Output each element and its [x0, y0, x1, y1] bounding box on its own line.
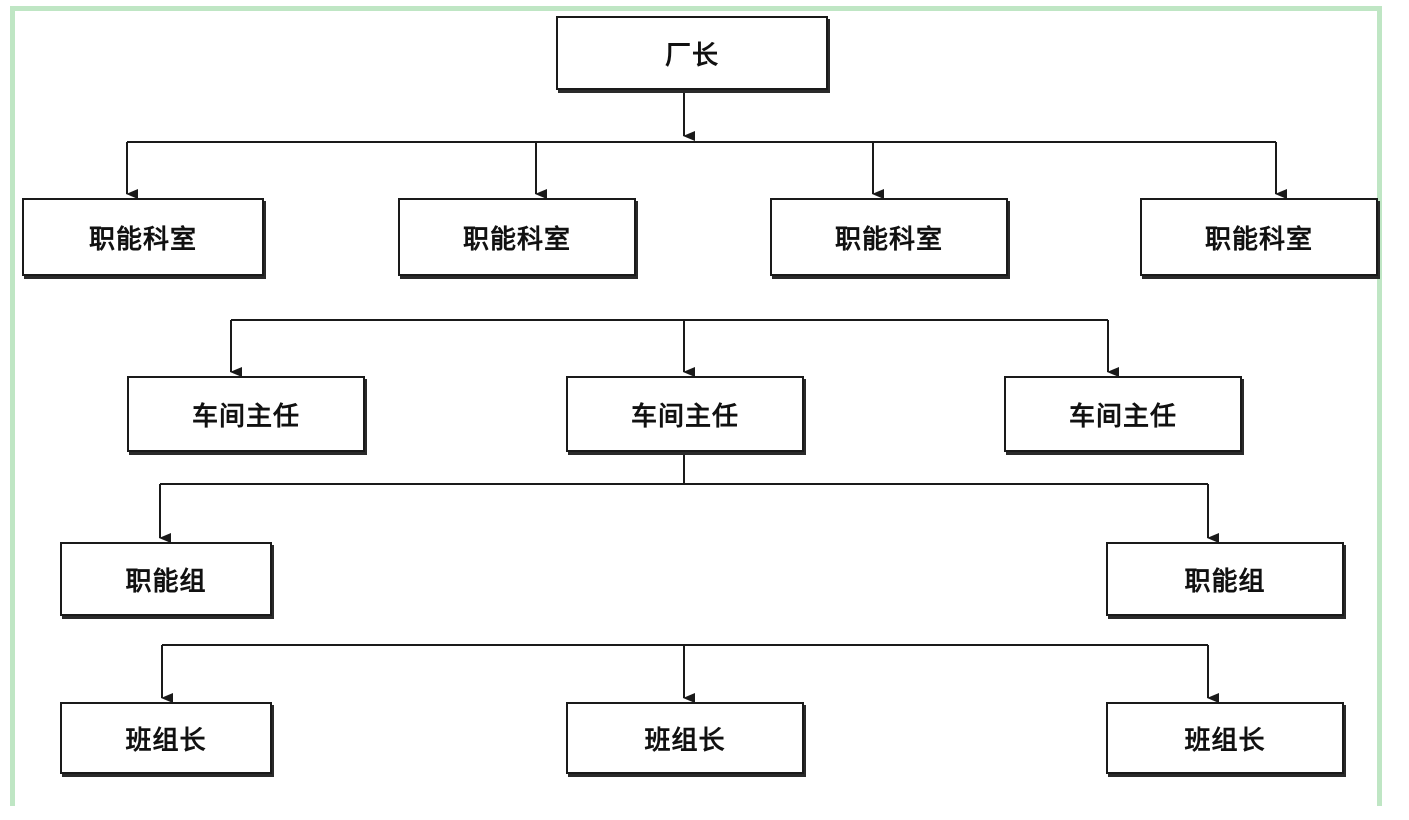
node-workshop-3-label: 车间主任 — [1068, 401, 1177, 432]
node-workshop-1-label: 车间主任 — [191, 401, 300, 432]
node-team-leader-2-label: 班组长 — [644, 725, 726, 756]
node-workshop-2-label: 车间主任 — [630, 401, 739, 432]
node-func-group-1: 职能组 — [60, 542, 272, 616]
node-workshop-2: 车间主任 — [566, 376, 804, 452]
node-dept-3: 职能科室 — [770, 198, 1008, 276]
node-func-group-2-label: 职能组 — [1184, 566, 1266, 597]
node-factory-director: 厂长 — [556, 16, 828, 90]
node-dept-1-label: 职能科室 — [88, 224, 197, 255]
node-dept-4: 职能科室 — [1140, 198, 1378, 276]
frame-border-left — [10, 6, 15, 806]
node-func-group-1-label: 职能组 — [125, 566, 207, 597]
frame-border-right — [1377, 6, 1382, 806]
node-workshop-1: 车间主任 — [127, 376, 365, 452]
node-team-leader-1: 班组长 — [60, 702, 272, 774]
node-dept-1: 职能科室 — [22, 198, 264, 276]
node-team-leader-1-label: 班组长 — [125, 725, 207, 756]
node-workshop-3: 车间主任 — [1004, 376, 1242, 452]
node-team-leader-2: 班组长 — [566, 702, 804, 774]
frame-border-top — [10, 6, 1382, 11]
node-dept-4-label: 职能科室 — [1204, 224, 1313, 255]
node-team-leader-3: 班组长 — [1106, 702, 1344, 774]
node-dept-2: 职能科室 — [398, 198, 636, 276]
node-factory-director-label: 厂长 — [664, 40, 719, 71]
node-func-group-2: 职能组 — [1106, 542, 1344, 616]
node-dept-2-label: 职能科室 — [462, 224, 571, 255]
node-team-leader-3-label: 班组长 — [1184, 725, 1266, 756]
node-dept-3-label: 职能科室 — [834, 224, 943, 255]
